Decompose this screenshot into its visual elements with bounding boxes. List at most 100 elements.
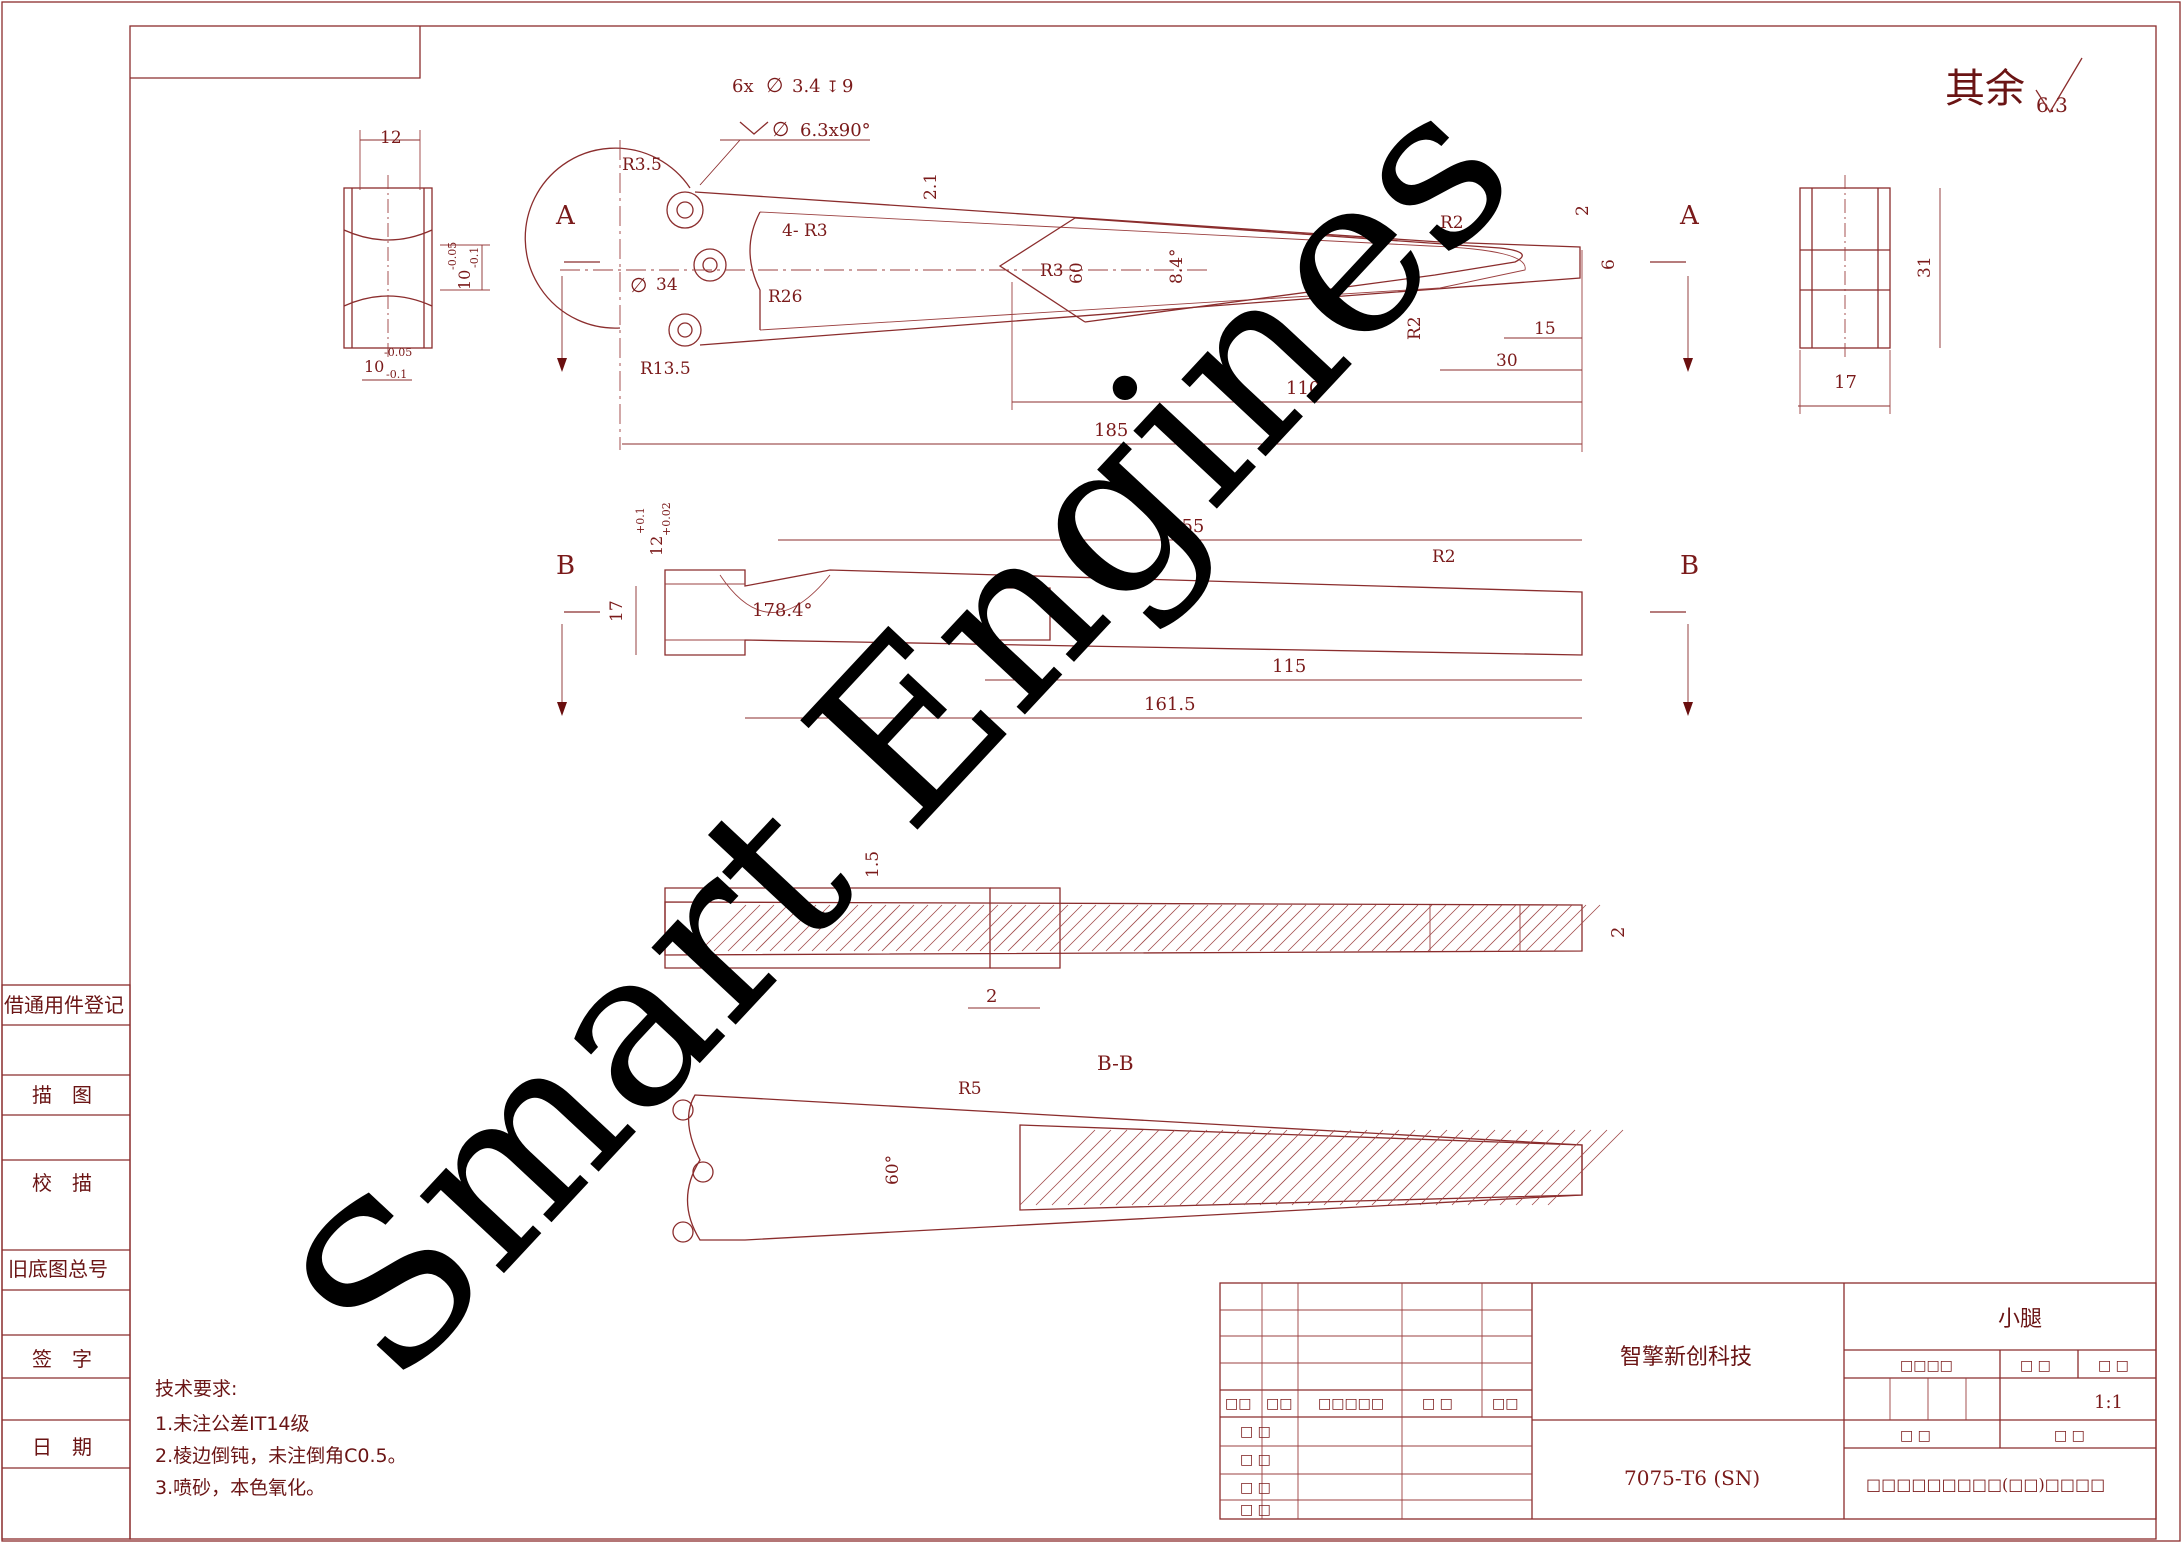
hatch-line (1035, 1129, 1112, 1206)
hatch-line (895, 904, 943, 952)
hatch-line (1435, 1129, 1512, 1206)
dim-holes-count: 6x (732, 76, 754, 97)
hatch-line (1019, 1129, 1096, 1206)
hatch-line (1259, 904, 1307, 952)
plan-hatch (699, 904, 1601, 952)
hatch-line (1525, 904, 1573, 952)
rev-col-1: □□ (1266, 1396, 1292, 1412)
dim-top-width: 12 (380, 128, 402, 148)
hatch-line (1243, 1129, 1320, 1206)
field-e: □ □ (2054, 1428, 2085, 1444)
hatch-line (1189, 904, 1237, 952)
surface-value: 6.3 (2036, 93, 2068, 117)
inner-frame (129, 25, 2157, 1540)
sign-row-3: □ □ (1240, 1502, 1271, 1518)
hatch-line (1413, 904, 1461, 952)
countersink-icon (739, 121, 769, 135)
dim-r5: R5 (958, 1079, 982, 1099)
hatch-line (1147, 904, 1195, 952)
view-a-left: A (555, 201, 576, 231)
hatch-line (1119, 904, 1167, 952)
hatch-line (713, 904, 761, 952)
dim-side-10b-tol-u: -0.05 (384, 346, 412, 359)
dim-d12-tol-l: +0.02 (660, 502, 673, 536)
hatch-line (951, 904, 999, 952)
hatch-line (699, 904, 747, 952)
dim-holes-dia: 3.4 (792, 76, 821, 97)
hatch-line (1403, 1129, 1480, 1206)
hatch-line (1175, 904, 1223, 952)
left-strip-4: 签 字 (32, 1347, 92, 1371)
dim-d115: 115 (1272, 656, 1306, 677)
hatch-line (1357, 904, 1405, 952)
hatch-line (755, 904, 803, 952)
dim-side-10a-tol-u: -0.05 (446, 242, 459, 270)
hatch-line (1091, 904, 1139, 952)
hatch-line (1161, 904, 1209, 952)
dim-side-10a: 10 (455, 270, 474, 290)
left-strip (1, 984, 131, 1540)
field-a: □□□□ (1900, 1358, 1953, 1374)
rev-col-0: □□ (1225, 1396, 1251, 1412)
dim-d30: 30 (1496, 351, 1518, 371)
view-b-right: B (1680, 551, 1699, 581)
dim-side-10b-tol-l: -0.1 (386, 368, 407, 381)
dim-d1-5: 1.5 (863, 851, 883, 878)
hatch-line (1371, 904, 1419, 952)
company-name: 智擎新创科技 (1620, 1345, 1752, 1370)
hatch-line (1547, 1129, 1624, 1206)
hatch-line (1179, 1129, 1256, 1206)
hatch-line (1301, 904, 1349, 952)
field-d: □ □ (1900, 1428, 1931, 1444)
hatch-line (1115, 1129, 1192, 1206)
material: 7075-T6 (SN) (1624, 1466, 1760, 1490)
hatch-line (1427, 904, 1475, 952)
hatch-line (1483, 1129, 1560, 1206)
hatch-line (1343, 904, 1391, 952)
hatch-line (867, 904, 915, 952)
dim-d2-b: 2 (986, 986, 997, 1007)
hatch-line (839, 904, 887, 952)
tech-heading: 技术要求: (155, 1378, 237, 1400)
dim-r2-c: R2 (1432, 547, 1456, 567)
dim-deg-8-4: 8.4° (1167, 248, 1187, 284)
hatch-line (1083, 1129, 1160, 1206)
hatch-line (1007, 904, 1055, 952)
hatch-line (1211, 1129, 1288, 1206)
hatch-line (1275, 1129, 1352, 1206)
field-c: □ □ (2098, 1358, 2129, 1374)
hatch-line (811, 904, 859, 952)
dim-d185: 185 (1094, 420, 1128, 441)
right-view-part (1798, 175, 1941, 414)
hatch-line (1539, 904, 1587, 952)
dim-d155: 155 (1170, 516, 1204, 537)
hatch-line (1133, 904, 1181, 952)
dim-holes-depth: 9 (842, 76, 853, 97)
hatch-line (1273, 904, 1321, 952)
hatch-line (1511, 904, 1559, 952)
hatch-line (1049, 904, 1097, 952)
dim-r2-b: R2 (1405, 316, 1425, 340)
hatch-line (1339, 1129, 1416, 1206)
dim-countersink: 6.3x90° (800, 120, 871, 141)
dim-r3-4x: 4- R3 (782, 221, 828, 241)
hatch-line (769, 904, 817, 952)
hatch-line (1455, 904, 1503, 952)
hatch-line (1499, 1129, 1576, 1206)
bb-hatch (1019, 1129, 1624, 1206)
section-bb-part (672, 1094, 1583, 1243)
left-strip-2: 校 描 (32, 1171, 92, 1195)
dim-d2-c: 2 (1608, 927, 1629, 938)
hatch-line (1287, 904, 1335, 952)
sign-row-1: □ □ (1240, 1452, 1271, 1468)
hatch-line (797, 904, 845, 952)
left-strip-3: 旧底图总号 (8, 1257, 108, 1281)
hatch-line (1451, 1129, 1528, 1206)
hatch-line (1467, 1129, 1544, 1206)
plan-view-part (664, 887, 1583, 969)
hatch-line (1195, 1129, 1272, 1206)
hatch-line (1419, 1129, 1496, 1206)
hatch-line (1315, 904, 1363, 952)
left-strip-0: 借通用件登记 (4, 993, 124, 1017)
hatch-line (965, 904, 1013, 952)
